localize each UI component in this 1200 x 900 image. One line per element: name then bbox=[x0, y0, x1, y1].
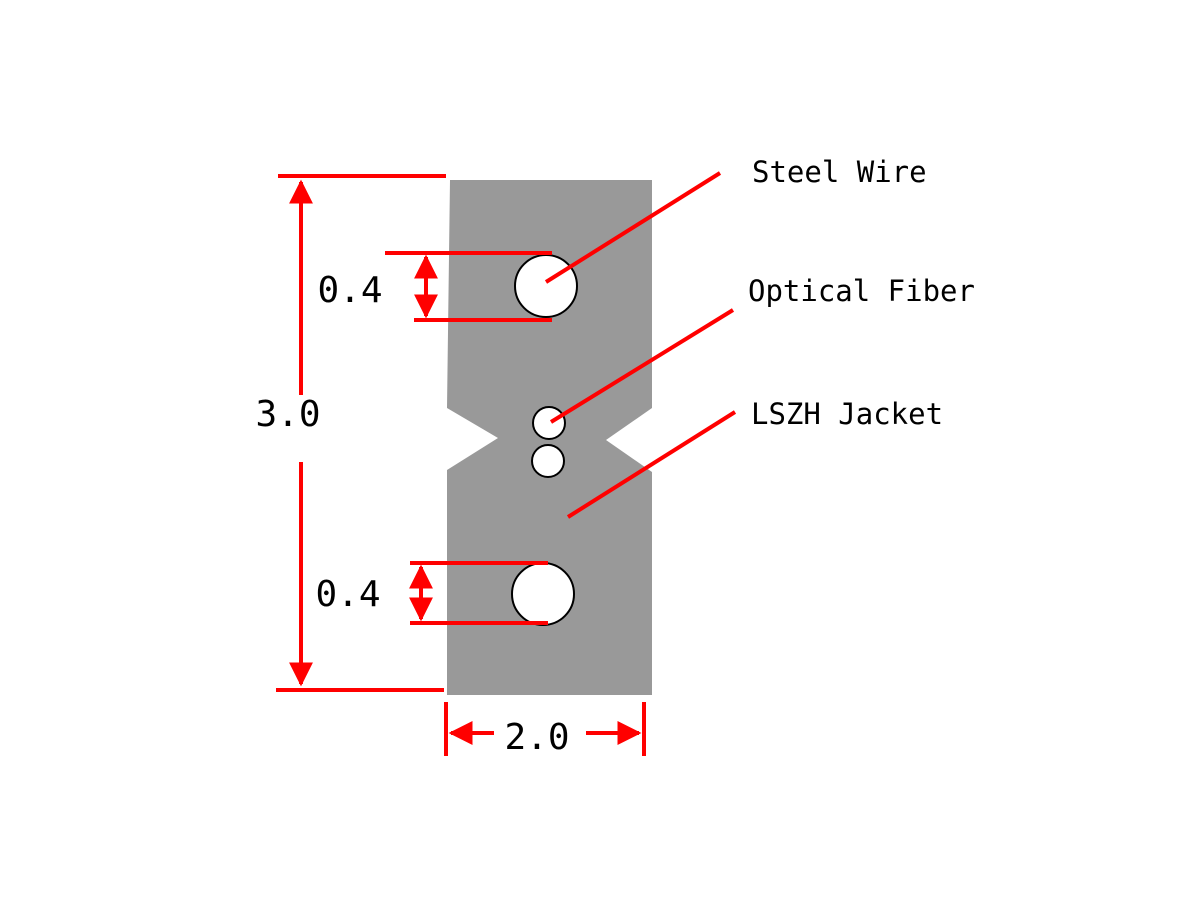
lszh-jacket-label: LSZH Jacket bbox=[751, 397, 943, 431]
steel-wire-label: Steel Wire bbox=[752, 155, 927, 189]
upper-steel-wire bbox=[514, 254, 578, 318]
optical-fiber-upper bbox=[532, 406, 566, 440]
height-dimension: 3.0 bbox=[255, 174, 446, 692]
lszh-jacket-leader-line bbox=[566, 410, 737, 519]
upper-wire-dimension: 0.4 bbox=[317, 251, 552, 322]
steel-wire-leader-line bbox=[544, 171, 722, 284]
lower-wire-dimension-label: 0.4 bbox=[315, 574, 380, 615]
optical-fiber-label: Optical Fiber bbox=[748, 274, 975, 308]
optical-fiber-lower bbox=[531, 444, 565, 478]
width-dimension: 2.0 bbox=[444, 702, 646, 758]
lower-wire-dimension: 0.4 bbox=[315, 561, 548, 625]
height-dimension-label: 3.0 bbox=[255, 394, 320, 435]
lower-steel-wire bbox=[511, 562, 575, 626]
upper-wire-dimension-label: 0.4 bbox=[317, 270, 382, 311]
optical-fiber-leader-line bbox=[549, 308, 735, 424]
width-dimension-label: 2.0 bbox=[504, 717, 569, 758]
